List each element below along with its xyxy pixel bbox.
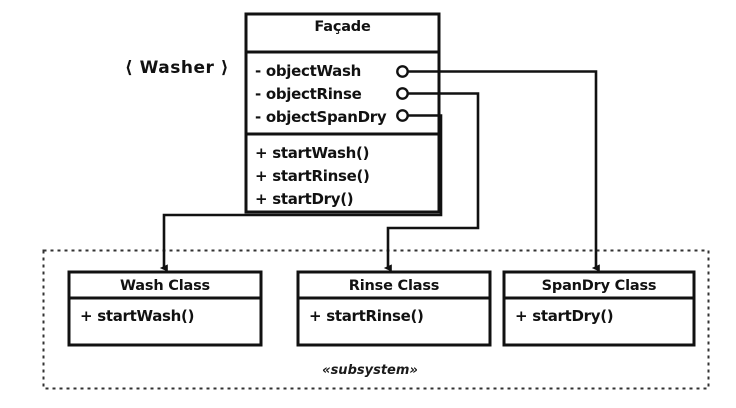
washer-external-label: ⟨ Washer ⟩ <box>124 58 230 78</box>
subsystem-boundary <box>42 249 710 390</box>
rinse-class-operation: + startRinse() <box>309 307 424 325</box>
rinse-class-box[interactable] <box>296 270 492 347</box>
facade-class-box[interactable] <box>244 12 441 214</box>
wash-class-title: Wash Class <box>120 278 210 294</box>
subsystem-stereotype-label: «subsystem» <box>322 363 418 378</box>
connector-objectwash-to-spandry <box>408 70 600 272</box>
ball-connector-objectwash <box>396 65 409 78</box>
facade-attribute-objectspandry: - objectSpanDry <box>255 108 387 126</box>
connector-objectrinse-to-rinse <box>383 92 480 272</box>
ball-connector-objectspandry <box>396 109 409 122</box>
spandry-class-operation: + startDry() <box>515 307 614 325</box>
spandry-class-box[interactable] <box>502 270 696 347</box>
facade-operation-startdry: + startDry() <box>255 190 354 208</box>
facade-attribute-objectrinse: - objectRinse <box>255 85 362 103</box>
rinse-class-title: Rinse Class <box>348 278 440 294</box>
wash-class-box[interactable] <box>67 270 263 347</box>
connector-objectspandry-to-wash <box>159 114 443 272</box>
facade-operation-startrinse: + startRinse() <box>255 167 370 185</box>
wash-class-operation: + startWash() <box>80 307 195 325</box>
facade-operation-startwash: + startWash() <box>255 144 370 162</box>
ball-connector-objectrinse <box>396 87 409 100</box>
spandry-class-title: SpanDry Class <box>541 278 657 294</box>
facade-attribute-objectwash: - objectWash <box>255 62 362 80</box>
facade-class-title: Façade <box>314 19 371 35</box>
